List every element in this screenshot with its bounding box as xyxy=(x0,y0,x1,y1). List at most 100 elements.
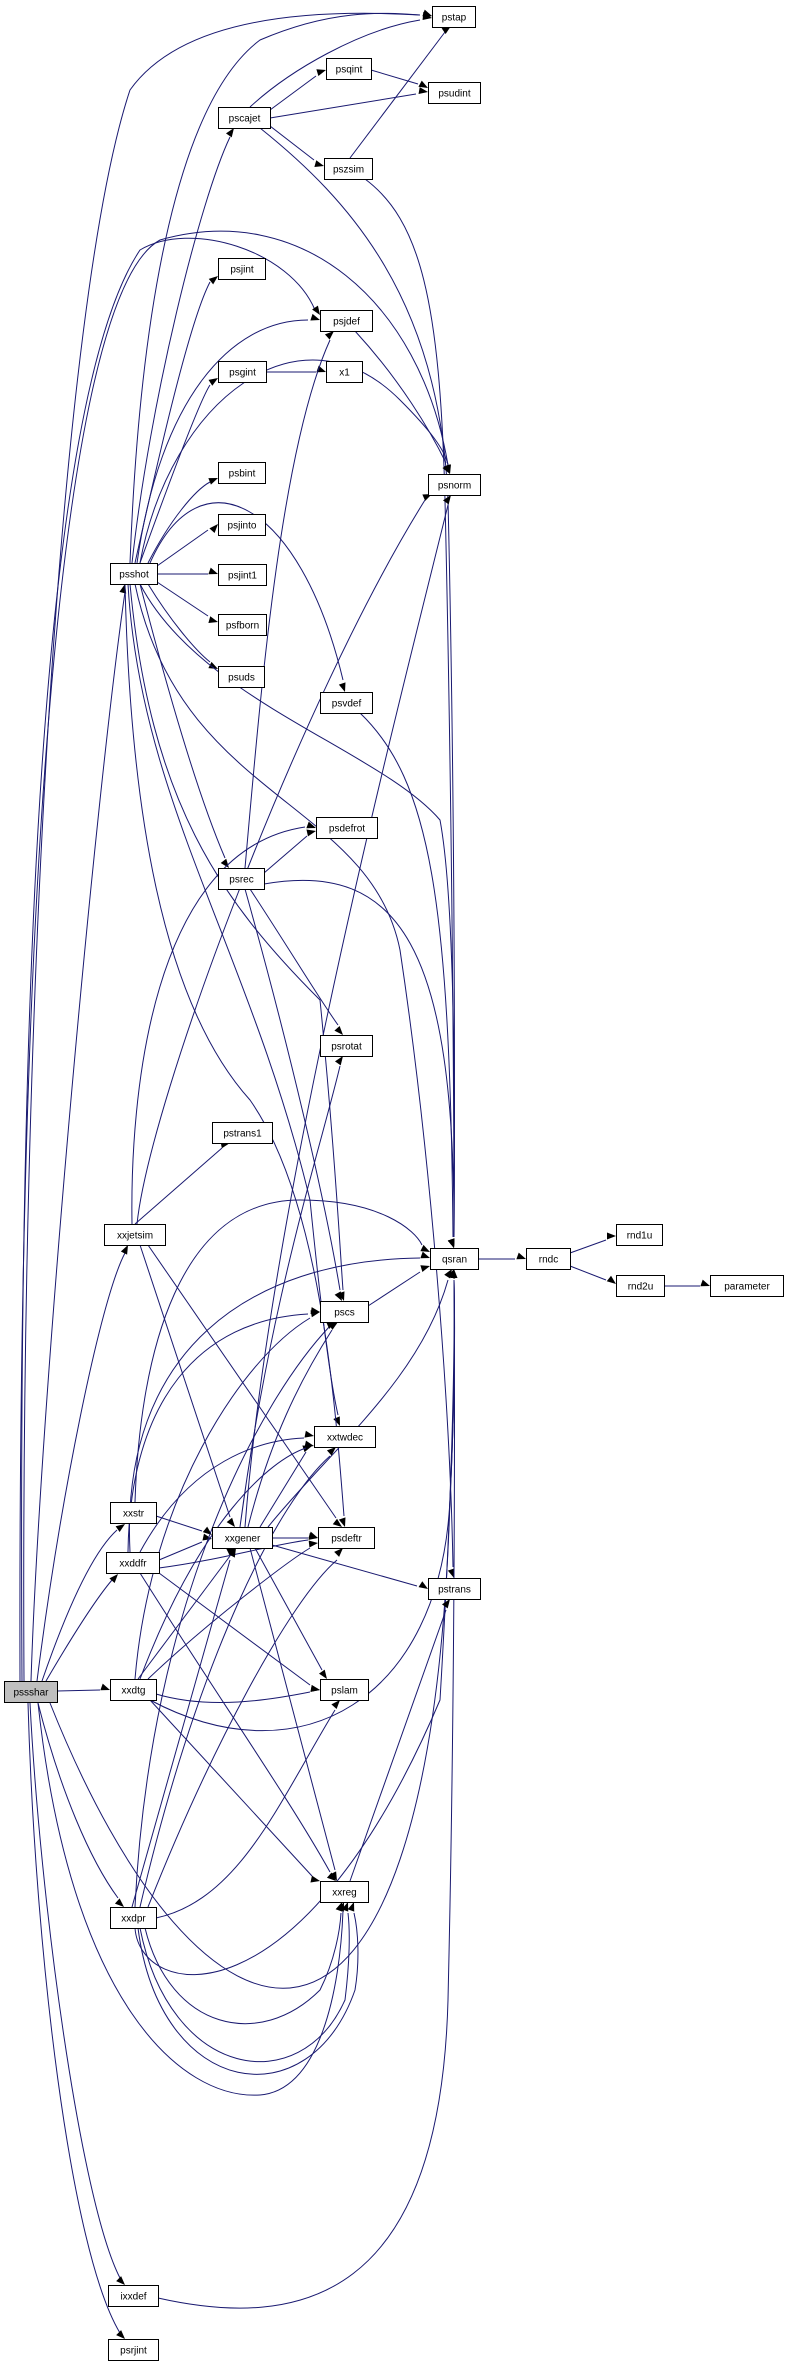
arrowhead-pssshar-to-xxstr xyxy=(115,1524,125,1533)
node-box-xxreg[interactable] xyxy=(320,1881,369,1903)
node-xxtwdec[interactable]: xxtwdec xyxy=(314,1426,376,1448)
node-box-xxtwdec[interactable] xyxy=(314,1426,376,1448)
node-box-xxjetsim[interactable] xyxy=(104,1224,166,1246)
node-box-psrec[interactable] xyxy=(218,868,265,890)
node-xxgener[interactable]: xxgener xyxy=(212,1527,273,1549)
node-box-pscs[interactable] xyxy=(320,1301,369,1323)
node-box-psvdef[interactable] xyxy=(320,692,373,714)
node-box-xxstr[interactable] xyxy=(110,1502,157,1524)
arrowhead-pssshar-to-psshot xyxy=(119,584,127,594)
node-pstap[interactable]: pstap xyxy=(432,6,476,28)
node-label-psgint: psgint xyxy=(229,368,256,379)
arrowhead-xxdpr-to-pslam xyxy=(331,1700,340,1710)
node-box-x1[interactable] xyxy=(326,361,363,383)
edge-ixxdef-to-qsran xyxy=(157,1279,455,2309)
node-box-psrotat[interactable] xyxy=(320,1035,373,1057)
node-psjdef[interactable]: psjdef xyxy=(320,310,373,332)
node-pssshar[interactable]: pssshar xyxy=(4,1681,58,1703)
node-box-psuds[interactable] xyxy=(218,666,265,688)
node-box-pssshar[interactable] xyxy=(4,1681,58,1703)
node-psjint1[interactable]: psjint1 xyxy=(218,564,267,586)
node-xxjetsim[interactable]: xxjetsim xyxy=(104,1224,166,1246)
node-box-rnd2u[interactable] xyxy=(616,1275,665,1297)
node-box-pstap[interactable] xyxy=(432,6,476,28)
node-box-pszsim[interactable] xyxy=(324,158,373,180)
node-rndc[interactable]: rndc xyxy=(526,1248,571,1270)
node-box-psjint[interactable] xyxy=(218,258,266,280)
node-box-psjinto[interactable] xyxy=(218,514,266,536)
node-box-rndc[interactable] xyxy=(526,1248,571,1270)
node-psrjint[interactable]: psrjint xyxy=(108,2339,159,2361)
edge-psshot-to-pscs xyxy=(129,583,344,1291)
edge-xxdtg-to-xxgener xyxy=(137,1555,231,1680)
node-box-psnorm[interactable] xyxy=(428,474,481,496)
edge-pssshar-to-xxddfr xyxy=(45,1579,113,1682)
node-psjint[interactable]: psjint xyxy=(218,258,266,280)
node-pslam[interactable]: pslam xyxy=(320,1679,369,1701)
node-box-pslam[interactable] xyxy=(320,1679,369,1701)
node-box-psqint[interactable] xyxy=(326,58,372,80)
node-psdefrot[interactable]: psdefrot xyxy=(316,817,378,839)
node-psudint[interactable]: psudint xyxy=(428,82,481,104)
node-rnd2u[interactable]: rnd2u xyxy=(616,1275,665,1297)
node-ixxdef[interactable]: ixxdef xyxy=(108,2285,159,2307)
edge-xxdtg-to-qsran xyxy=(149,1279,456,1732)
edge-xxddfr-to-pscs xyxy=(127,1313,309,1553)
node-box-parameter[interactable] xyxy=(710,1275,784,1297)
node-xxdtg[interactable]: xxdtg xyxy=(110,1679,157,1701)
node-pscajet[interactable]: pscajet xyxy=(218,107,271,129)
node-x1[interactable]: x1 xyxy=(326,361,363,383)
node-psvdef[interactable]: psvdef xyxy=(320,692,373,714)
node-pstrans1[interactable]: pstrans1 xyxy=(212,1122,273,1144)
node-psfborn[interactable]: psfborn xyxy=(218,614,267,636)
edge-xxjetsim-to-xxgener xyxy=(139,1244,231,1518)
node-box-ixxdef[interactable] xyxy=(108,2285,159,2307)
node-psshot[interactable]: psshot xyxy=(110,563,158,585)
node-box-xxgener[interactable] xyxy=(212,1527,273,1549)
edge-pscajet-to-psqint xyxy=(269,75,317,111)
node-psgint[interactable]: psgint xyxy=(218,361,267,383)
node-box-xxddfr[interactable] xyxy=(106,1552,160,1574)
node-psdeftr[interactable]: psdeftr xyxy=(318,1527,375,1549)
node-box-qsran[interactable] xyxy=(430,1248,479,1270)
edge-xxdtg-to-pscs xyxy=(134,1317,311,1680)
node-xxddfr[interactable]: xxddfr xyxy=(106,1552,160,1574)
node-pstrans[interactable]: pstrans xyxy=(428,1578,481,1600)
node-box-psshot[interactable] xyxy=(110,563,158,585)
arrowhead-pscajet-to-psqint xyxy=(316,69,326,76)
node-box-psdeftr[interactable] xyxy=(318,1527,375,1549)
node-label-psjint: psjint xyxy=(230,265,254,276)
node-box-psgint[interactable] xyxy=(218,361,267,383)
node-pszsim[interactable]: pszsim xyxy=(324,158,373,180)
arrowhead-rnd2u-to-parameter xyxy=(700,1279,710,1287)
node-qsran[interactable]: qsran xyxy=(430,1248,479,1270)
node-box-psjint1[interactable] xyxy=(218,564,267,586)
node-box-pstrans[interactable] xyxy=(428,1578,481,1600)
node-label-psshot: psshot xyxy=(119,570,149,581)
node-rnd1u[interactable]: rnd1u xyxy=(616,1224,663,1246)
node-xxdpr[interactable]: xxdpr xyxy=(110,1907,157,1929)
node-xxstr[interactable]: xxstr xyxy=(110,1502,157,1524)
node-box-psjdef[interactable] xyxy=(320,310,373,332)
node-box-psrjint[interactable] xyxy=(108,2339,159,2361)
edge-psrec-to-psjdef xyxy=(244,339,331,869)
node-box-psudint[interactable] xyxy=(428,82,481,104)
node-box-pstrans1[interactable] xyxy=(212,1122,273,1144)
node-psnorm[interactable]: psnorm xyxy=(428,474,481,496)
node-box-rnd1u[interactable] xyxy=(616,1224,663,1246)
node-box-psfborn[interactable] xyxy=(218,614,267,636)
node-psuds[interactable]: psuds xyxy=(218,666,265,688)
node-box-psbint[interactable] xyxy=(218,462,266,484)
node-box-xxdpr[interactable] xyxy=(110,1907,157,1929)
node-box-pscajet[interactable] xyxy=(218,107,271,129)
node-psjinto[interactable]: psjinto xyxy=(218,514,266,536)
node-parameter[interactable]: parameter xyxy=(710,1275,784,1297)
node-psrotat[interactable]: psrotat xyxy=(320,1035,373,1057)
node-pscs[interactable]: pscs xyxy=(320,1301,369,1323)
node-psrec[interactable]: psrec xyxy=(218,868,265,890)
node-psbint[interactable]: psbint xyxy=(218,462,266,484)
node-box-xxdtg[interactable] xyxy=(110,1679,157,1701)
node-psqint[interactable]: psqint xyxy=(326,58,372,80)
node-xxreg[interactable]: xxreg xyxy=(320,1881,369,1903)
node-box-psdefrot[interactable] xyxy=(316,817,378,839)
